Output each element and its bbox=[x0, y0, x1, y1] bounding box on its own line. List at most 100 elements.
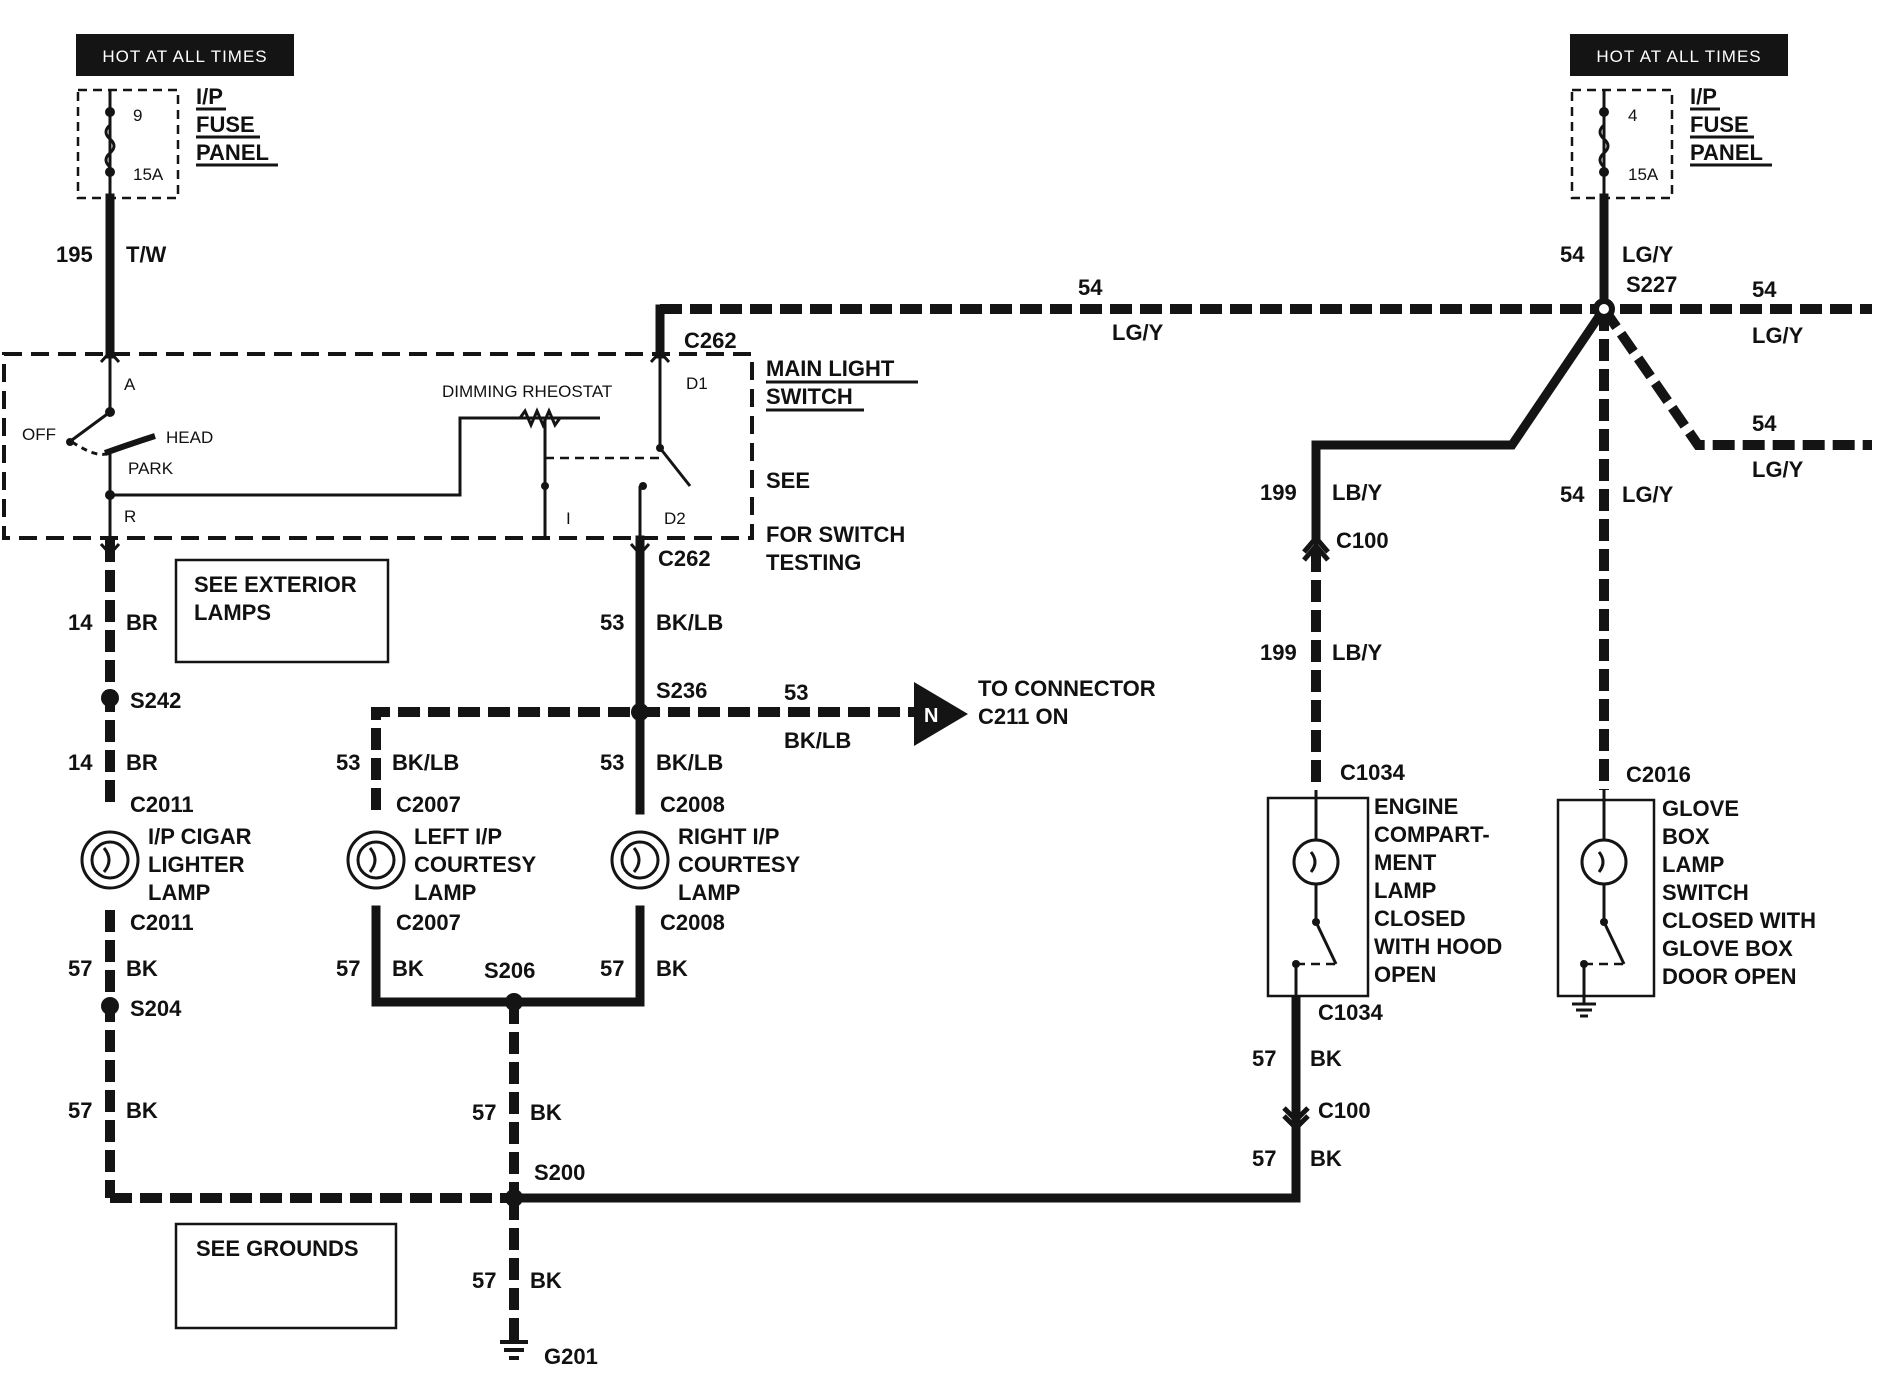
left-lamp-line2: COURTESY bbox=[414, 852, 537, 877]
connector-c100-top: C100 bbox=[1336, 528, 1389, 553]
circuit-bk-cigar: BK bbox=[126, 956, 158, 981]
circuit-br-upper: BR bbox=[126, 610, 158, 635]
connector-c2008-top: C2008 bbox=[660, 792, 725, 817]
circuit-195: 195 bbox=[56, 242, 93, 267]
left-panel-line1: I/P bbox=[196, 84, 223, 109]
to-connector-flag: N TO CONNECTOR C211 ON bbox=[914, 676, 1156, 746]
to-connector-line1: TO CONNECTOR bbox=[978, 676, 1156, 701]
circuit-54-r1: 54 bbox=[1752, 277, 1777, 302]
switch-park-label: PARK bbox=[128, 459, 174, 478]
connector-c2011-top: C2011 bbox=[130, 792, 194, 817]
connector-c1034-top: C1034 bbox=[1340, 760, 1406, 785]
circuit-lby-upper: LB/Y bbox=[1332, 480, 1382, 505]
right-hot-header: HOT AT ALL TIMES bbox=[1596, 47, 1761, 66]
splice-s200: S200 bbox=[534, 1160, 585, 1185]
circuit-br-lower: BR bbox=[126, 750, 158, 775]
cigar-lamp-line1: I/P CIGAR bbox=[148, 824, 252, 849]
circuit-54-r2: 54 bbox=[1752, 411, 1777, 436]
circuit-57-left: 57 bbox=[336, 956, 360, 981]
circuit-57-s204: 57 bbox=[68, 1098, 92, 1123]
wires bbox=[105, 193, 1872, 1342]
lamp-cigar: I/P CIGAR LIGHTER LAMP bbox=[80, 824, 252, 905]
right-lamp-line2: COURTESY bbox=[678, 852, 801, 877]
circuit-57-cigar: 57 bbox=[68, 956, 92, 981]
connector-c2011-bottom: C2011 bbox=[130, 910, 194, 935]
splice-dots bbox=[99, 298, 1615, 1207]
see-label: SEE bbox=[766, 468, 810, 493]
main-light-switch: A OFF HEAD PARK R DIMMING RHEOSTAT I D1 … bbox=[2, 352, 918, 575]
left-fuse-rating: 15A bbox=[133, 165, 164, 184]
connector-c100-bottom: C100 bbox=[1318, 1098, 1371, 1123]
splice-s227: S227 bbox=[1626, 272, 1677, 297]
engine-lamp-line4: LAMP bbox=[1374, 878, 1436, 903]
connector-c262-top: C262 bbox=[684, 328, 737, 353]
left-lamp-line3: LAMP bbox=[414, 880, 476, 905]
connector-flag-letter: N bbox=[924, 705, 938, 727]
circuit-199-lower: 199 bbox=[1260, 640, 1297, 665]
circuit-bklb-left: BK/LB bbox=[392, 750, 459, 775]
glove-lamp-line3: LAMP bbox=[1662, 852, 1724, 877]
switch-pin-i: I bbox=[566, 509, 571, 528]
switch-pin-d2: D2 bbox=[664, 509, 686, 528]
circuit-lgy-top: LG/Y bbox=[1112, 320, 1164, 345]
glove-lamp-line6: GLOVE BOX bbox=[1662, 936, 1793, 961]
circuit-54-top: 54 bbox=[1078, 275, 1103, 300]
right-fuse-rating: 15A bbox=[1628, 165, 1659, 184]
circuit-54-glove: 54 bbox=[1560, 482, 1585, 507]
glove-lamp-line1: GLOVE bbox=[1662, 796, 1739, 821]
connector-c2016: C2016 bbox=[1626, 762, 1691, 787]
circuit-53-left: 53 bbox=[336, 750, 360, 775]
connector-c1034-bottom: C1034 bbox=[1318, 1000, 1384, 1025]
glove-lamp-line2: BOX bbox=[1662, 824, 1710, 849]
see-exterior-line2: LAMPS bbox=[194, 600, 271, 625]
right-fuse-number: 4 bbox=[1628, 106, 1637, 125]
engine-lamp-line2: COMPART- bbox=[1374, 822, 1490, 847]
see-exterior-line1: SEE EXTERIOR bbox=[194, 572, 357, 597]
circuit-bklb-switch: BK/LB bbox=[656, 610, 723, 635]
circuit-57-right: 57 bbox=[600, 956, 624, 981]
circuit-lby-lower: LB/Y bbox=[1332, 640, 1382, 665]
right-fuse-block: HOT AT ALL TIMES 4 15A I/P FUSE PANEL bbox=[1570, 34, 1788, 200]
circuit-57-s206: 57 bbox=[472, 1100, 496, 1125]
circuit-14-upper: 14 bbox=[68, 610, 93, 635]
engine-lamp-line3: MENT bbox=[1374, 850, 1437, 875]
circuit-lgy-glove: LG/Y bbox=[1622, 482, 1674, 507]
right-lamp-line3: LAMP bbox=[678, 880, 740, 905]
right-lamp-line1: RIGHT I/P bbox=[678, 824, 779, 849]
circuit-54-fuse: 54 bbox=[1560, 242, 1585, 267]
lamp-right-courtesy: RIGHT I/P COURTESY LAMP bbox=[610, 824, 801, 905]
circuit-bk-engine: BK bbox=[1310, 1046, 1342, 1071]
right-panel-line3: PANEL bbox=[1690, 140, 1763, 165]
splice-s206: S206 bbox=[484, 958, 535, 983]
circuit-53-right: 53 bbox=[600, 750, 624, 775]
main-light-switch-title1: MAIN LIGHT bbox=[766, 356, 895, 381]
circuit-lgy-r1: LG/Y bbox=[1752, 323, 1804, 348]
left-hot-header: HOT AT ALL TIMES bbox=[102, 47, 267, 66]
circuit-bklb-connector: BK/LB bbox=[784, 728, 851, 753]
engine-lamp-line5: CLOSED bbox=[1374, 906, 1466, 931]
glove-box-lamp-switch: GLOVE BOX LAMP SWITCH CLOSED WITH GLOVE … bbox=[1556, 790, 1816, 1018]
main-light-switch-title2: SWITCH bbox=[766, 384, 853, 409]
engine-lamp-line7: OPEN bbox=[1374, 962, 1436, 987]
connector-labels: C262 C262 S227 S236 S242 C2011 C2011 C20… bbox=[130, 272, 1691, 1369]
connector-c2007-bottom: C2007 bbox=[396, 910, 461, 935]
circuit-tw: T/W bbox=[126, 242, 167, 267]
ground-g201: G201 bbox=[544, 1344, 598, 1369]
splice-s236: S236 bbox=[656, 678, 707, 703]
switch-off-label: OFF bbox=[22, 425, 56, 444]
left-fuse-block: HOT AT ALL TIMES 9 15A I/P FUSE PANEL bbox=[76, 34, 294, 200]
circuit-53-connector: 53 bbox=[784, 680, 808, 705]
circuit-bk-right: BK bbox=[656, 956, 688, 981]
circuit-bk-s206: BK bbox=[530, 1100, 562, 1125]
glove-lamp-line4: SWITCH bbox=[1662, 880, 1749, 905]
circuit-bklb-right: BK/LB bbox=[656, 750, 723, 775]
connector-c2007-top: C2007 bbox=[396, 792, 461, 817]
left-lamp-line1: LEFT I/P bbox=[414, 824, 502, 849]
dimming-rheostat-label: DIMMING RHEOSTAT bbox=[442, 382, 612, 401]
engine-lamp-line6: WITH HOOD bbox=[1374, 934, 1502, 959]
switch-head-label: HEAD bbox=[166, 428, 213, 447]
switch-pin-a: A bbox=[124, 375, 136, 394]
circuit-lgy-fuse: LG/Y bbox=[1622, 242, 1674, 267]
engine-compartment-lamp: ENGINE COMPART- MENT LAMP CLOSED WITH HO… bbox=[1266, 790, 1502, 1000]
